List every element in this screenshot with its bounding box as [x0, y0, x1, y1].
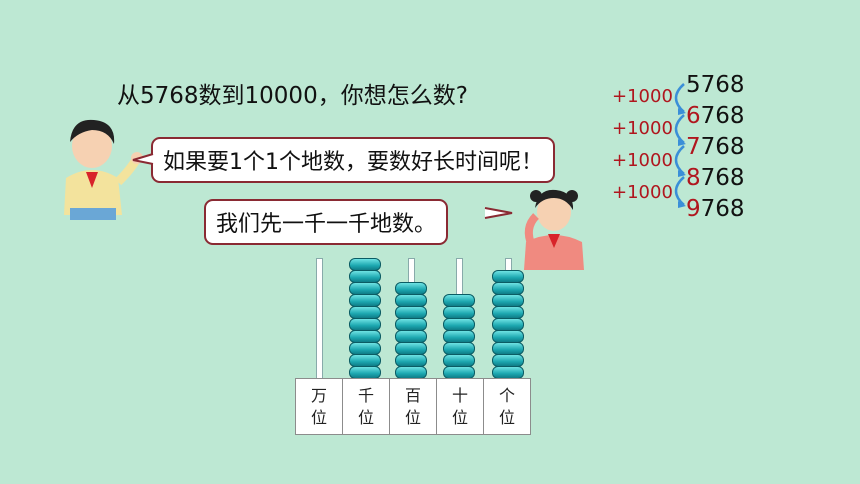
bead-thousands — [349, 354, 381, 367]
bead-hundreds — [395, 342, 427, 355]
bead-thousands — [349, 306, 381, 319]
bead-hundreds — [395, 318, 427, 331]
boy-speech-text: 如果要1个1个地数，要数好长时间呢！ — [163, 150, 543, 175]
increment-arcs — [674, 83, 686, 208]
girl-illustration — [524, 189, 584, 270]
sequence-item-3: 7768 — [686, 134, 745, 160]
bead-ones — [492, 270, 524, 283]
bead-thousands — [349, 294, 381, 307]
bead-tens — [443, 354, 475, 367]
place-value-labels: 万位 千位 百位 十位 个位 — [295, 378, 531, 435]
boy-speech-bubble: 如果要1个1个地数，要数好长时间呢！ — [151, 137, 555, 183]
rod-ten-thousands — [316, 258, 323, 380]
bead-thousands — [349, 258, 381, 271]
sequence-item-1: 5768 — [686, 72, 745, 98]
place-label-ten-thousands: 万位 — [296, 379, 343, 434]
bead-tens — [443, 306, 475, 319]
bead-ones — [492, 294, 524, 307]
increment-label-3: +1000 — [612, 150, 673, 171]
place-label-tens: 十位 — [437, 379, 484, 434]
bead-tens — [443, 330, 475, 343]
girl-speech-bubble: 我们先一千一千地数。 — [204, 199, 449, 245]
place-label-hundreds: 百位 — [390, 379, 437, 434]
bead-hundreds — [395, 306, 427, 319]
increment-label-4: +1000 — [612, 182, 673, 203]
bubble-tail-boy — [132, 153, 154, 165]
bead-ones — [492, 354, 524, 367]
bead-thousands — [349, 342, 381, 355]
bubble-tail-girl — [484, 207, 513, 219]
bead-ones — [492, 330, 524, 343]
sequence-item-5: 9768 — [686, 196, 745, 222]
place-label-thousands: 千位 — [343, 379, 390, 434]
increment-label-1: +1000 — [612, 86, 673, 107]
bead-tens — [443, 294, 475, 307]
bead-hundreds — [395, 294, 427, 307]
girl-speech-text: 我们先一千一千地数。 — [216, 212, 437, 237]
bead-ones — [492, 342, 524, 355]
bead-thousands — [349, 318, 381, 331]
bead-ones — [492, 282, 524, 295]
bead-tens — [443, 318, 475, 331]
bead-thousands — [349, 270, 381, 283]
place-label-ones: 个位 — [498, 385, 515, 427]
increment-label-2: +1000 — [612, 118, 673, 139]
bead-ones — [492, 318, 524, 331]
bead-thousands — [349, 330, 381, 343]
bead-thousands — [349, 282, 381, 295]
count-sequence: 5768 6768 7768 8768 9768 — [686, 70, 745, 225]
sequence-item-4: 8768 — [686, 165, 745, 191]
boy-illustration — [64, 119, 143, 220]
bead-hundreds — [395, 282, 427, 295]
bead-tens — [443, 342, 475, 355]
bead-hundreds — [395, 330, 427, 343]
bead-hundreds — [395, 354, 427, 367]
question-text: 从5768数到10000，你想怎么数? — [117, 83, 468, 109]
sequence-item-2: 6768 — [686, 103, 745, 129]
bead-ones — [492, 306, 524, 319]
